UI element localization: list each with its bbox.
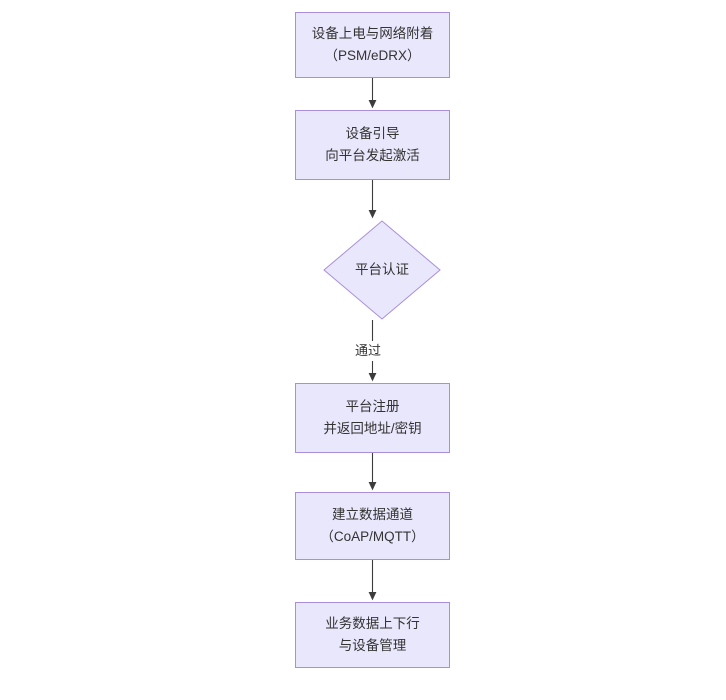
- node-line-1: 设备上电与网络附着: [311, 26, 434, 41]
- node-business-data[interactable]: 业务数据上下行 与设备管理: [295, 602, 450, 668]
- node-line-1: 平台注册: [345, 399, 400, 414]
- node-line-1: 业务数据上下行: [325, 616, 420, 631]
- node-platform-auth[interactable]: 平台认证: [323, 220, 441, 320]
- node-line-2: （PSM/eDRX）: [324, 48, 421, 63]
- node-line-2: 并返回地址/密钥: [323, 421, 422, 436]
- node-line-2: 向平台发起激活: [325, 148, 420, 163]
- node-line-2: （CoAP/MQTT）: [320, 529, 425, 544]
- node-device-power-on[interactable]: 设备上电与网络附着 （PSM/eDRX）: [295, 12, 450, 78]
- node-line-2: 与设备管理: [338, 638, 407, 653]
- node-line-1: 建立数据通道: [332, 507, 413, 522]
- node-platform-register[interactable]: 平台注册 并返回地址/密钥: [295, 383, 450, 453]
- edge-label-pass: 通过: [352, 341, 385, 361]
- diamond-shape: [323, 220, 441, 320]
- node-device-bootstrap[interactable]: 设备引导 向平台发起激活: [295, 110, 450, 180]
- node-label: 平台认证: [355, 262, 409, 277]
- node-line-1: 设备引导: [345, 126, 400, 141]
- node-data-channel[interactable]: 建立数据通道 （CoAP/MQTT）: [295, 492, 450, 560]
